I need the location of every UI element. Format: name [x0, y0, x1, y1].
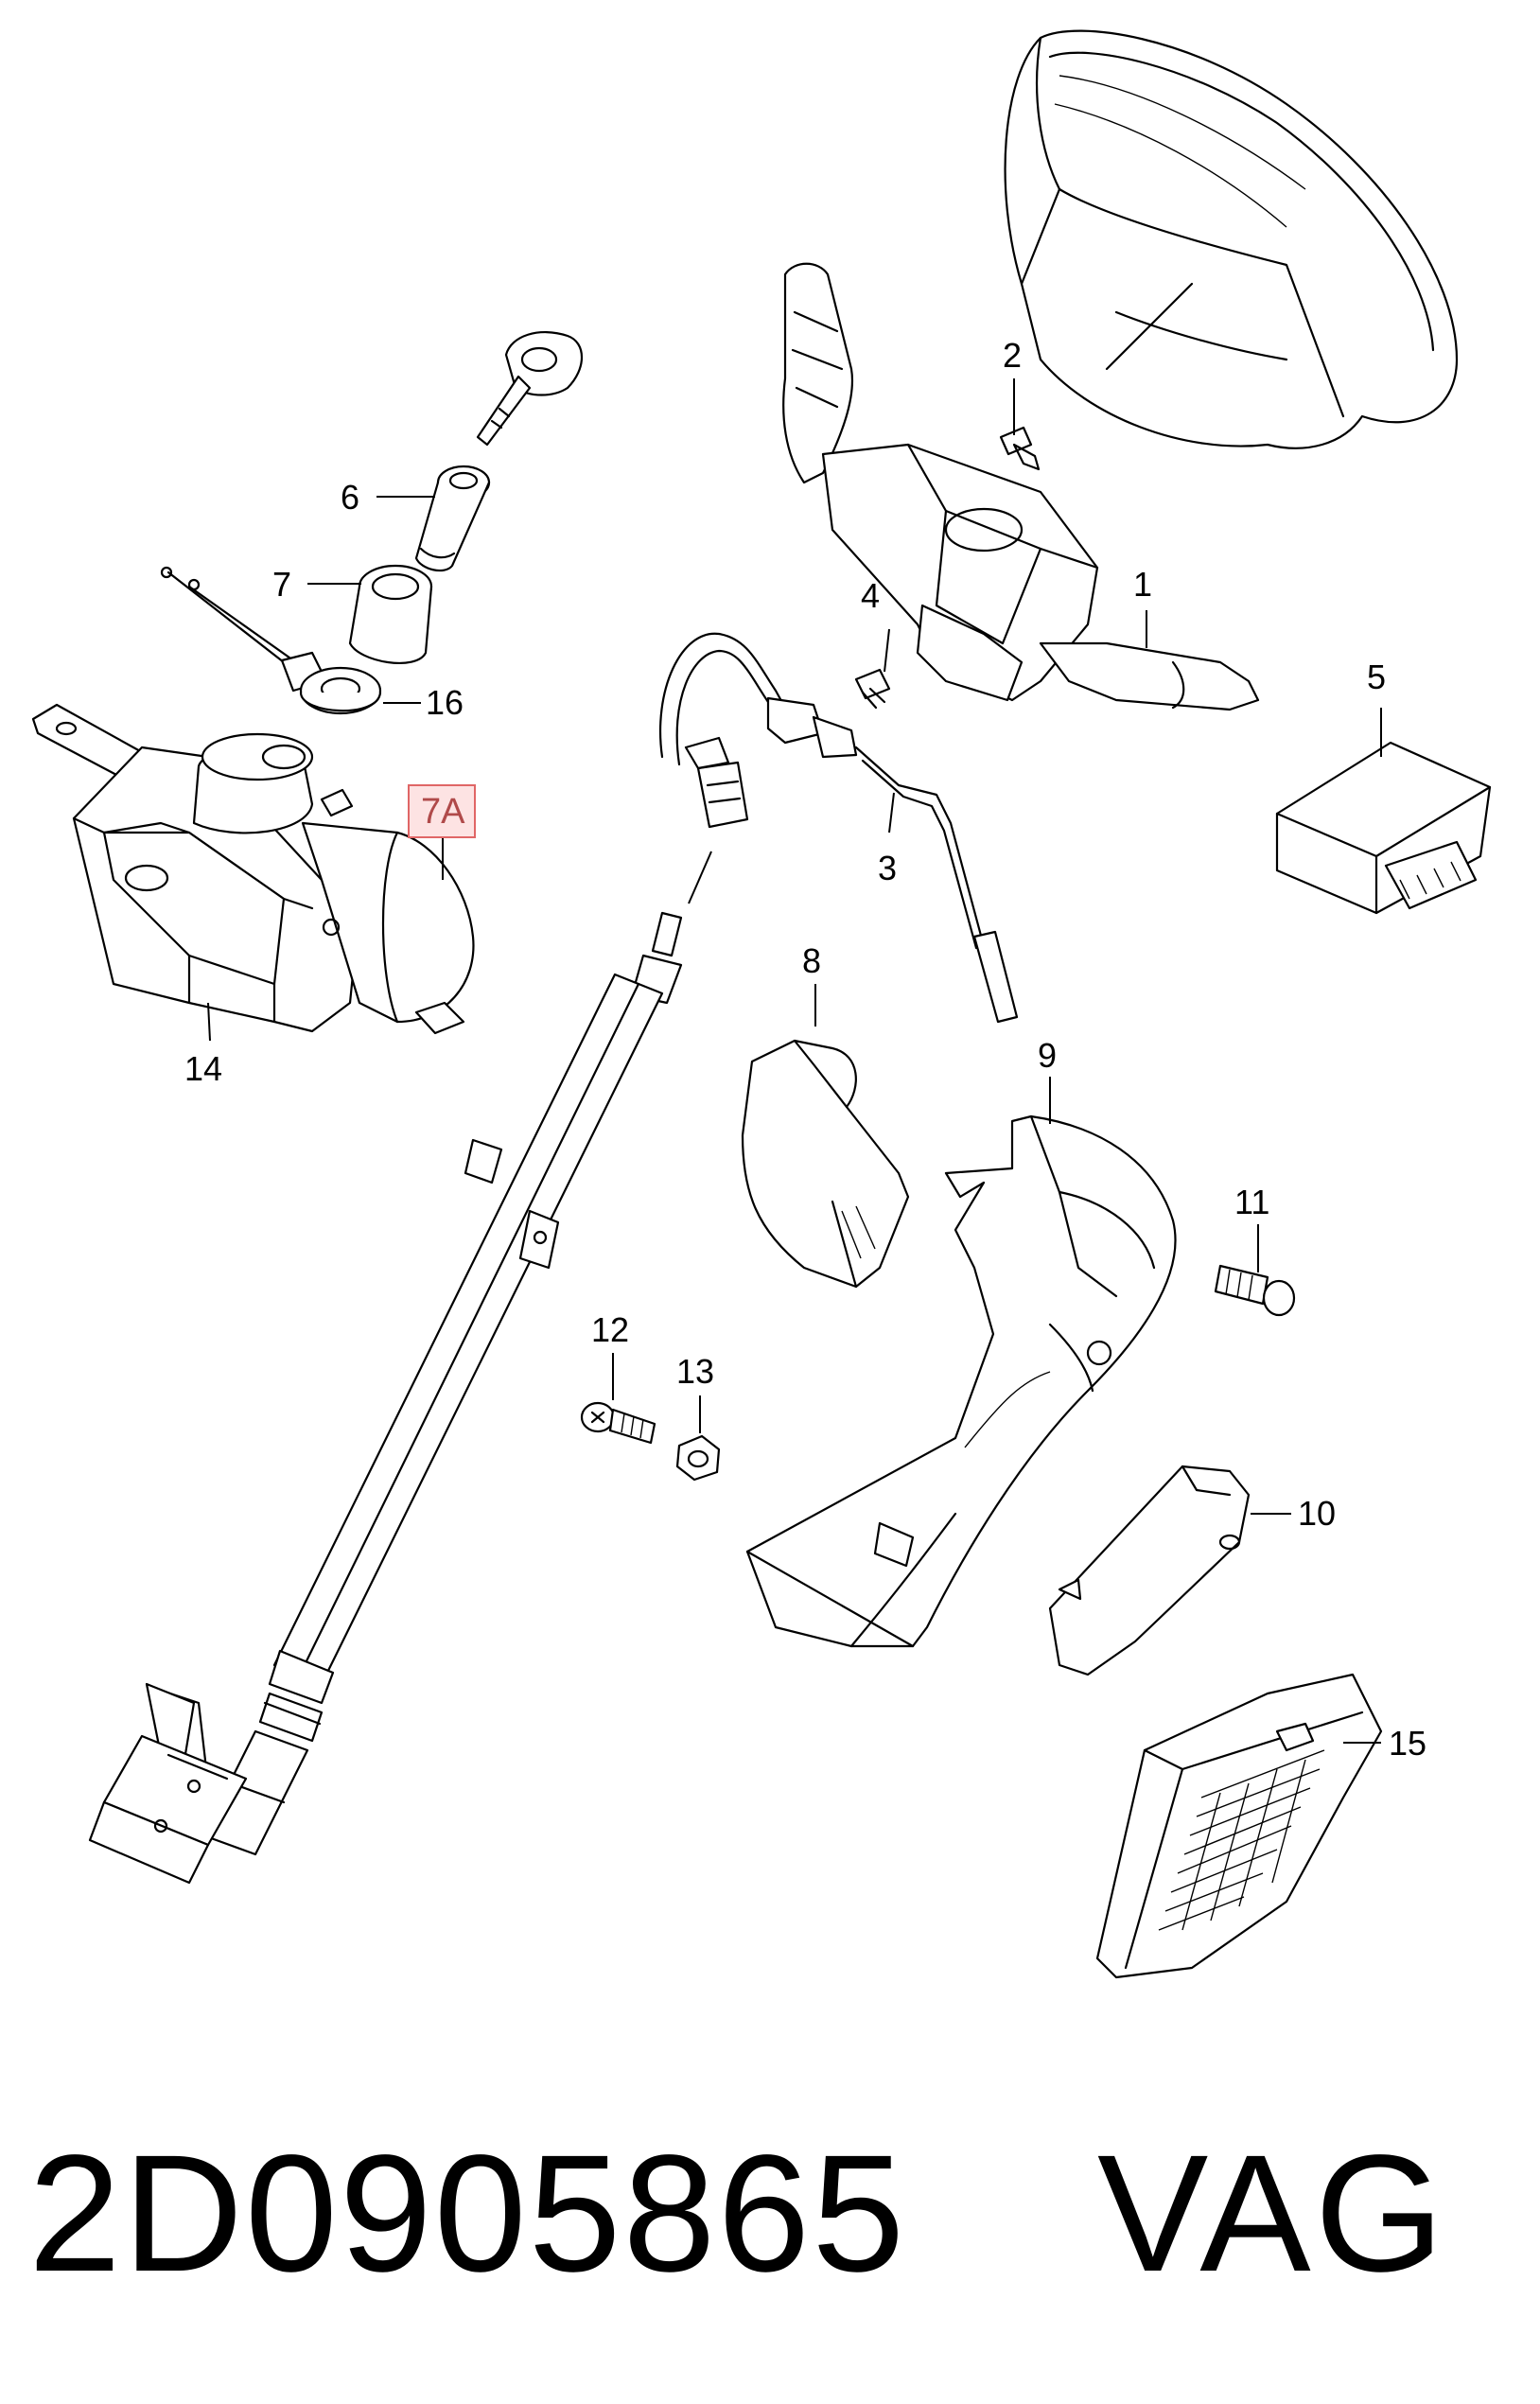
callout-2: 2: [1003, 336, 1022, 375]
combination-switch: [782, 262, 1260, 711]
callout-12: 12: [591, 1310, 629, 1349]
callout-3: 3: [878, 849, 897, 887]
lower-steering-column-cover-9: [745, 1114, 1177, 1648]
screw-4: [854, 668, 891, 710]
washer-16-and-wire: [160, 566, 382, 715]
callout-6: 6: [341, 478, 359, 517]
screw-2: [999, 426, 1041, 471]
part-number: 2D0905865: [28, 2121, 907, 2307]
bolt-12: [580, 1401, 656, 1445]
callout-15: 15: [1389, 1724, 1426, 1763]
callout-5: 5: [1367, 658, 1386, 696]
wiper-lever-with-wiring: [658, 632, 1019, 1024]
callout-4: 4: [861, 576, 880, 615]
part-info-footer: 2D0905865 VAG: [0, 2119, 1540, 2308]
callout-10: 10: [1298, 1494, 1336, 1533]
steering-column-shaft: [88, 911, 683, 1885]
cylinder-housing-7: [348, 564, 433, 664]
lock-cylinder-6: [414, 465, 491, 572]
callout-labels: 1 2 3 4 5 6 7 16 14 8 9 11 10 15 12 13: [184, 336, 1426, 1763]
callout-11: 11: [1234, 1183, 1269, 1221]
callout-14: 14: [184, 1049, 222, 1088]
steering-wheel: [1004, 29, 1459, 449]
trim-cover-8: [741, 1039, 910, 1289]
highlighted-callout-7a: 7A: [408, 784, 476, 838]
ignition-key: [476, 331, 583, 447]
callout-7: 7: [272, 565, 291, 604]
trim-cover-10: [1048, 1465, 1251, 1676]
callout-1: 1: [1133, 565, 1152, 604]
svg-text:7A: 7A: [421, 792, 465, 832]
callout-16: 16: [426, 683, 464, 722]
callout-9: 9: [1038, 1036, 1057, 1075]
leader-lines: [207, 378, 1382, 1744]
brand-name: VAG: [1097, 2121, 1448, 2307]
control-unit-5: [1275, 741, 1492, 915]
steering-module-15: [1095, 1673, 1383, 1979]
screw-11: [1214, 1264, 1296, 1317]
nut-13: [675, 1434, 721, 1482]
callout-8: 8: [802, 941, 821, 980]
callout-13: 13: [676, 1352, 714, 1391]
steering-lock-housing-14: [31, 703, 475, 1035]
